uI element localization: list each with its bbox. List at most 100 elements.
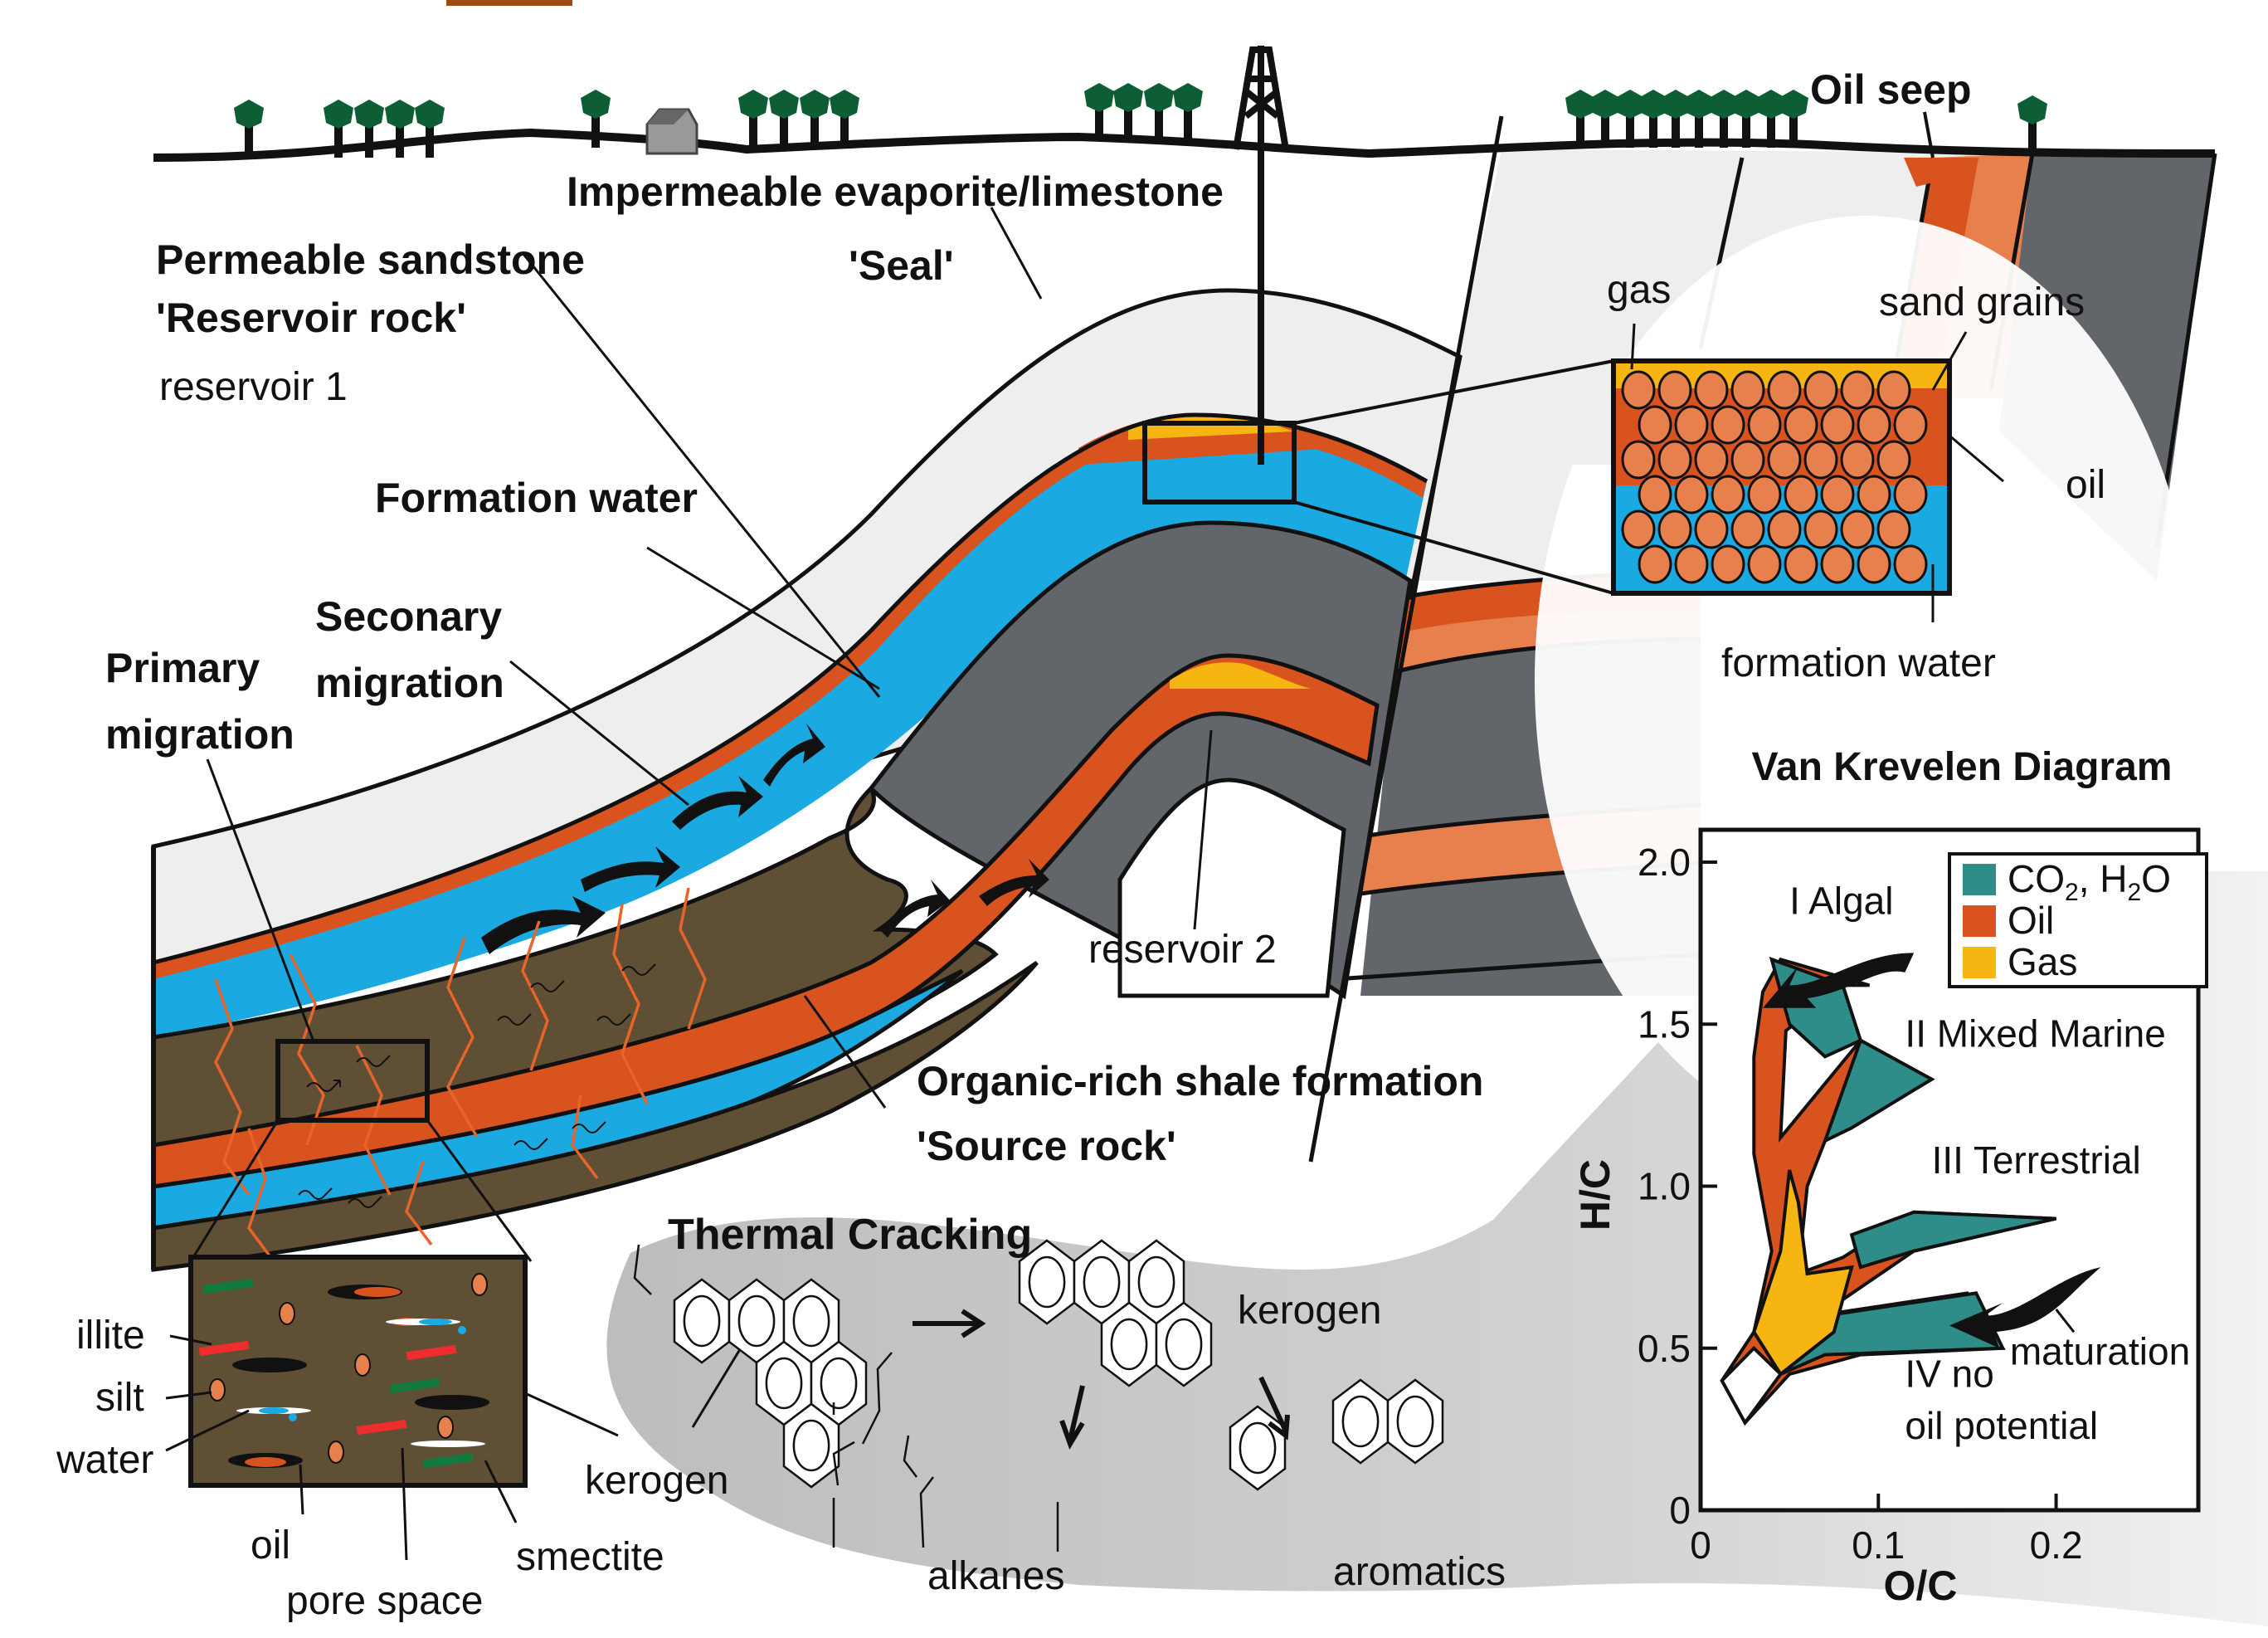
sand-grain (1876, 440, 1911, 480)
smectite-label: smectite (516, 1535, 664, 1579)
sand-grain (1638, 405, 1672, 445)
pore-space-label: pore space (286, 1579, 484, 1623)
thermal-cracking-molecules (673, 1239, 1444, 1491)
tree-icon (1565, 90, 1595, 148)
vk-type-iii-co2 (1849, 1210, 2057, 1270)
sand-grain (1621, 370, 1656, 410)
sand-grain (1638, 544, 1672, 584)
house-icon (645, 108, 698, 155)
sand-grain (1747, 475, 1782, 514)
sand-grain (1621, 509, 1656, 549)
vk-type-iv-label-1: IV no (1905, 1353, 1993, 1396)
sand-grain (1784, 405, 1818, 445)
tree-icon (415, 100, 445, 158)
trees (234, 83, 2047, 158)
reservoir-pore-inset (1293, 323, 2004, 622)
secondary-migration-label-1: Seconary (315, 593, 502, 640)
sand-grain (1657, 370, 1692, 410)
vk-title: Van Krevelen Diagram (1752, 745, 2173, 789)
vk-legend-swatch (1963, 947, 1996, 979)
sand-grain (1767, 440, 1802, 480)
tree-icon (1756, 90, 1786, 148)
vk-y-tick-label: 0.5 (1638, 1327, 1691, 1370)
primary-migration-label-1: Primary (105, 645, 260, 691)
reservoir-inset-marker (1142, 421, 1297, 505)
sand-grain (1638, 475, 1672, 514)
tree-icon (1638, 90, 1668, 148)
tree-icon (1731, 90, 1761, 148)
sand-grain (1711, 405, 1745, 445)
tree-icon (1709, 90, 1739, 148)
tree-icon (738, 90, 768, 148)
tree-icon (354, 100, 384, 158)
sand-grain (1711, 475, 1745, 514)
tree-icon (1779, 90, 1808, 148)
vk-x-tick-label: 0.2 (2030, 1523, 2083, 1567)
tree-icon (769, 90, 799, 148)
thermal-kerogen-label: kerogen (1238, 1289, 1381, 1333)
source-rock-subtitle: 'Source rock' (917, 1123, 1176, 1169)
vk-gas-region (1752, 1169, 1854, 1377)
tree-icon (800, 90, 830, 148)
reaction-arrows (913, 1309, 1290, 1450)
alkanes-label: alkanes (927, 1554, 1064, 1598)
illite-label: illite (76, 1314, 145, 1358)
benzene-ring-icon (1127, 1239, 1185, 1325)
silt-grains (209, 1273, 488, 1464)
vk-y-tick-label: 0 (1669, 1489, 1691, 1532)
sand-grain (1893, 544, 1928, 584)
pore-sand-grains-label: sand grains (1879, 280, 2085, 324)
sand-grain (1820, 544, 1855, 584)
benzene-ring-icon (1386, 1378, 1444, 1465)
vk-maturation-arrow-type-i (1763, 953, 1915, 1008)
sand-grain (1747, 544, 1782, 584)
pore-oil-label: oil (2066, 463, 2105, 507)
tree-icon (1173, 83, 1203, 141)
molecule-chains (633, 1244, 1059, 1552)
tree-icon (1661, 90, 1691, 148)
sand-grain (1840, 440, 1875, 480)
sand-grain (1893, 405, 1928, 445)
sand-grain (1784, 544, 1818, 584)
tree-icon (385, 100, 415, 158)
seal-subtitle: 'Seal' (849, 242, 954, 289)
sand-grain (1803, 440, 1838, 480)
tree-icon (830, 90, 859, 148)
hydrocarbon-expulsion-arrows (298, 963, 656, 1208)
sand-grain (1694, 370, 1729, 410)
tree-icon (1144, 83, 1174, 141)
sand-grain (1857, 544, 1891, 584)
tree-icon (324, 100, 353, 158)
benzene-ring-icon (1229, 1405, 1287, 1491)
secondary-migration-arrows (481, 724, 1049, 954)
benzene-ring-icon (782, 1402, 840, 1489)
fault-line (1308, 115, 1504, 1163)
water-label: water (56, 1438, 153, 1482)
tree-icon (1684, 90, 1714, 148)
vk-y-tick-label: 2.0 (1638, 841, 1691, 884)
tree-icon (1590, 90, 1620, 148)
vk-x-tick-label: 0.1 (1852, 1523, 1905, 1567)
vk-y-tick-label: 1.0 (1638, 1165, 1691, 1208)
benzene-ring-icon (1073, 1239, 1131, 1325)
vk-legend-label: CO2, H2O (2008, 857, 2171, 906)
sand-grain (1657, 440, 1692, 480)
sand-grain (1767, 509, 1802, 549)
benzene-ring-icon (810, 1340, 868, 1426)
tree-icon (581, 90, 611, 148)
sand-grain (1657, 509, 1692, 549)
oil-seep-marker (1904, 158, 1945, 187)
vk-legend-swatch (1963, 905, 1996, 938)
illite-flakes (198, 1340, 457, 1436)
sand-grain (1857, 475, 1891, 514)
tree-icon (2017, 95, 2047, 154)
sand-grain (1820, 405, 1855, 445)
source-kerogen-label: kerogen (585, 1459, 728, 1503)
sand-grain (1730, 440, 1765, 480)
silt-label: silt (95, 1376, 144, 1420)
seal-title: Impermeable evaporite/limestone (567, 168, 1224, 215)
benzene-ring-icon (782, 1278, 840, 1364)
sand-grain (1621, 440, 1656, 480)
tree-icon (1084, 83, 1114, 141)
